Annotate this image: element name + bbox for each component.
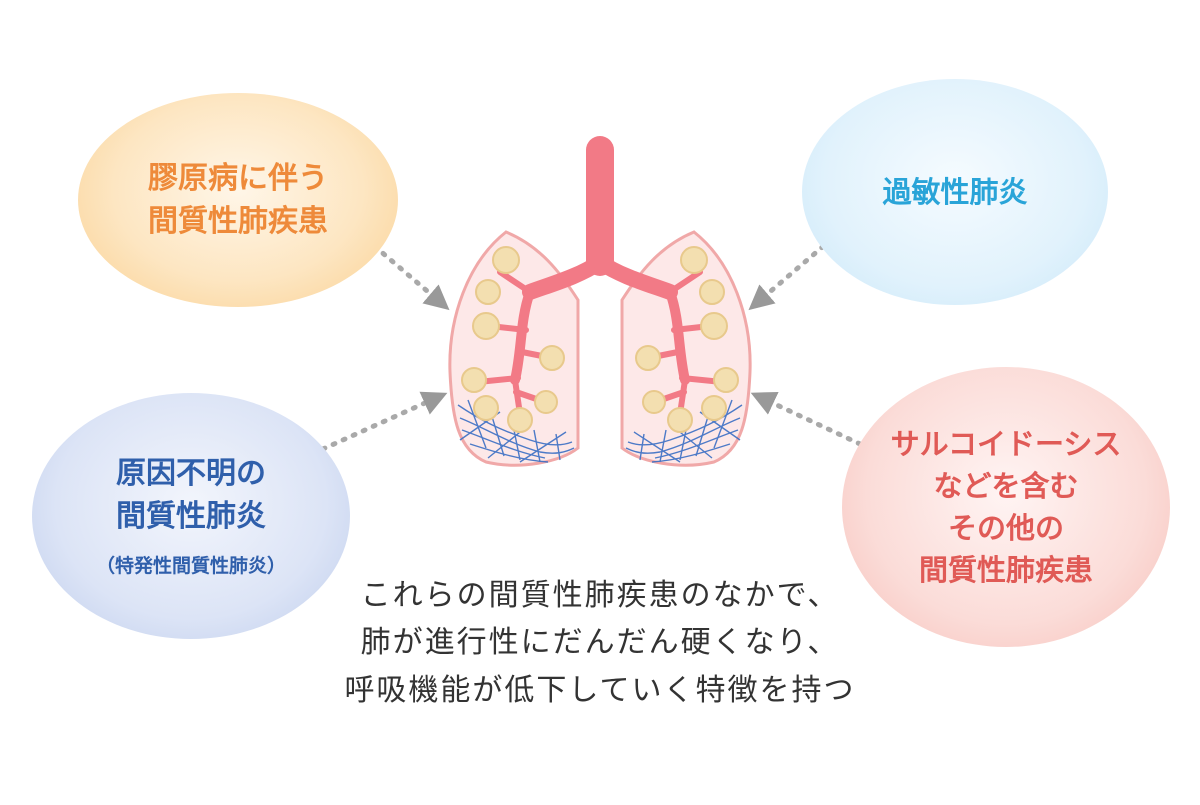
caption-line2: 肺が進行性にだんだん硬くなり、 bbox=[360, 625, 840, 661]
bubble-sarcoidosis-line3: その他の bbox=[947, 511, 1064, 545]
arrow-hypersensitivity bbox=[748, 229, 843, 311]
bubble-hypersensitivity-pneumonitis: 過敏性肺炎 bbox=[802, 79, 1108, 305]
bubble-sarcoidosis-line4: 間質性肺疾患 bbox=[918, 553, 1093, 588]
caption: これらの間質性肺疾患のなかで、 肺が進行性にだんだん硬くなり、 呼吸機能が低下し… bbox=[250, 572, 950, 714]
bubble-collagen-line1: 膠原病に伴う bbox=[148, 160, 328, 196]
bubble-idiopathic-line2: 間質性肺炎 bbox=[116, 499, 266, 535]
arrow-sarcoidosis bbox=[750, 391, 863, 447]
bubble-sarcoidosis-line1: サルコイドーシス bbox=[890, 426, 1122, 461]
airway-tree bbox=[475, 136, 725, 417]
fibrosis-left bbox=[457, 399, 575, 463]
bubble-sarcoidosis-line2: などを含む bbox=[933, 468, 1079, 503]
bubble-idiopathic-sub: （特発性間質性肺炎） bbox=[95, 554, 286, 577]
bubble-idiopathic: 原因不明の 間質性肺炎 （特発性間質性肺炎） bbox=[32, 393, 350, 639]
bubble-idiopathic-line1: 原因不明の bbox=[116, 455, 266, 491]
bubble-collagen-disease: 膠原病に伴う 間質性肺疾患 bbox=[78, 93, 398, 307]
bubble-collagen-line2: 間質性肺疾患 bbox=[148, 204, 328, 239]
arrow-collagen bbox=[355, 229, 450, 311]
caption-line3: 呼吸機能が低下していく特徴を持つ bbox=[344, 672, 856, 708]
bubble-sarcoidosis-other: サルコイドーシス などを含む その他の 間質性肺疾患 bbox=[842, 367, 1170, 647]
bubble-hypersensitivity-line1: 過敏性肺炎 bbox=[882, 174, 1028, 209]
nodules bbox=[461, 246, 739, 433]
caption-line1: これらの間質性肺疾患のなかで、 bbox=[360, 578, 840, 613]
lungs bbox=[448, 136, 752, 467]
arrow-idiopathic bbox=[300, 391, 448, 461]
